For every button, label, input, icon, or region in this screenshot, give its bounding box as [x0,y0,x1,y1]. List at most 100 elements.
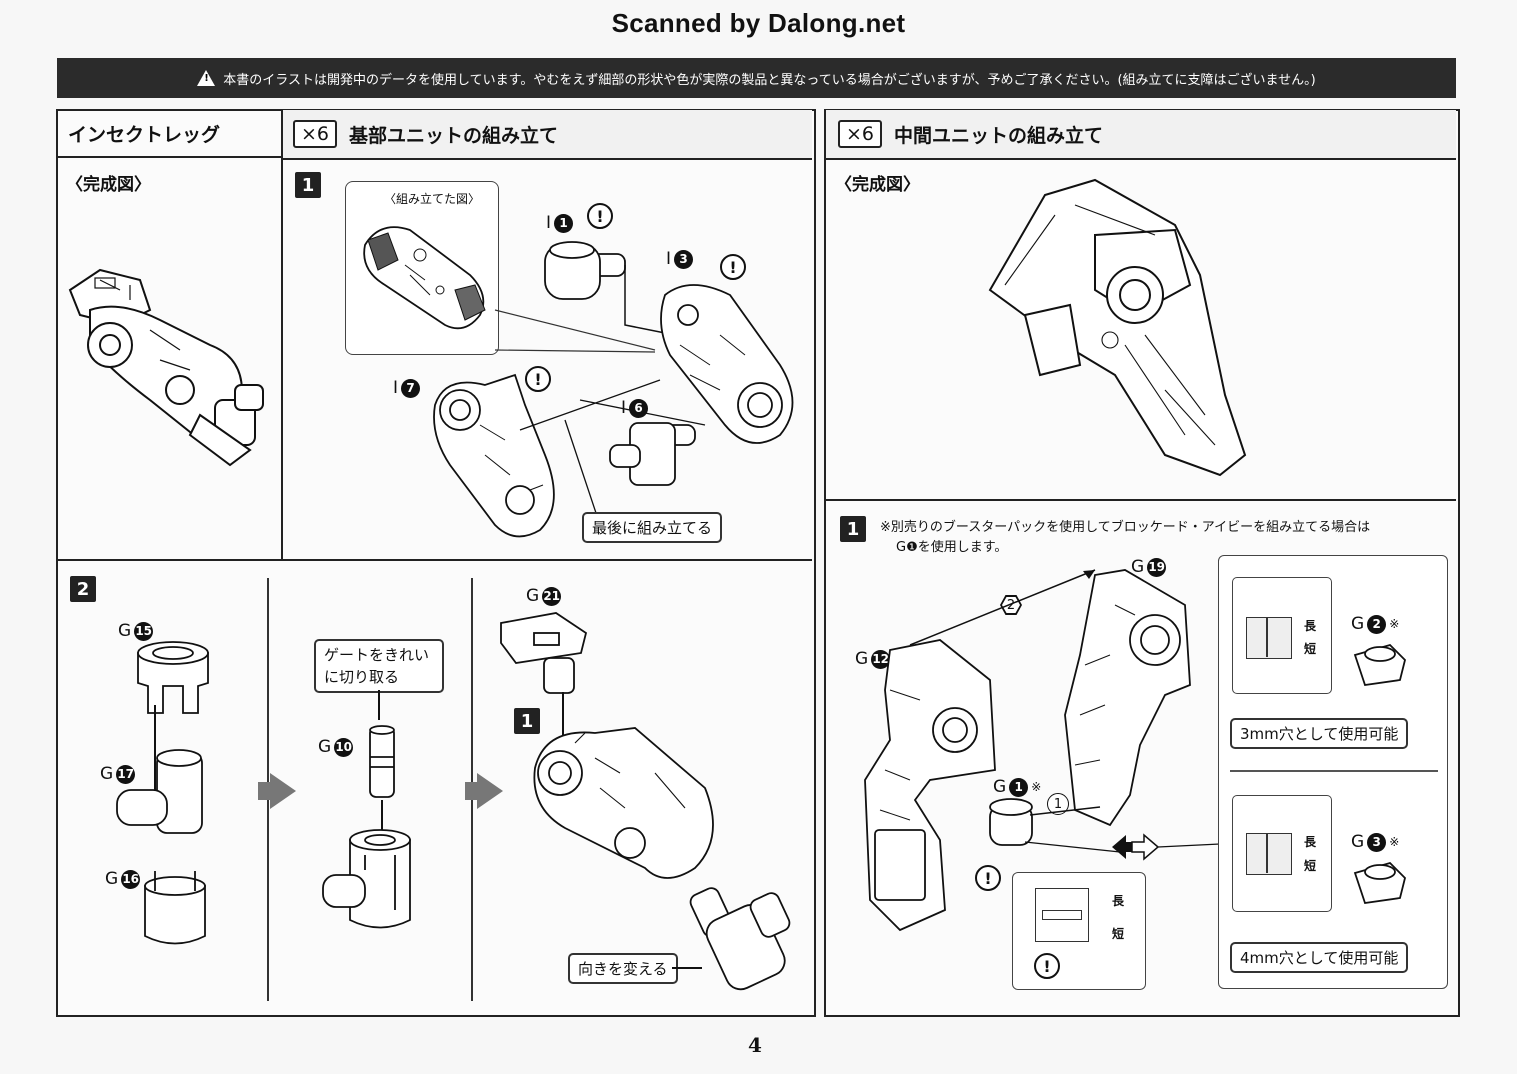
assembled-joint-illustration [322,829,411,929]
part-label-g19: G 19 [1131,557,1167,577]
part-letter: I [621,398,627,418]
part-letter: G [855,649,869,669]
part-label-g17: G 17 [100,764,136,784]
caution-icon: ! [1034,953,1060,979]
gate-cut-note: ゲートをきれい に切り取る [314,639,444,693]
part-label-g10: G 10 [318,737,354,757]
connector-line [624,265,666,334]
part-number: 12 [871,649,891,669]
part-letter: G [1351,832,1365,852]
part-g3-illustration [1353,861,1406,904]
hole-diagram-line [1266,617,1268,657]
part-letter: I [666,249,672,269]
short-label: 短 [1112,927,1125,941]
rotated-joint-illustration [689,887,791,991]
orientation-square [1035,888,1089,942]
caution-icon: ! [720,254,746,280]
caution-icon: ! [975,865,1001,891]
multiplier-badge: ×6 [838,120,883,148]
part-number: 17 [116,764,136,784]
part-number: 10 [334,737,354,757]
mid-unit-title: 中間ユニットの組み立て [894,124,1104,147]
booster-pack-note: ※別売りのブースターパックを使用してブロッケード・アイビーを組み立てる場合は G… [880,518,1370,558]
divider [281,110,283,560]
assembly-line [154,705,156,820]
caution-notice-bar: ! 本書のイラストは開発中のデータを使用しています。やむをえず細部の形状や色が実… [57,58,1456,98]
page-number: 4 [748,1033,762,1057]
part-number: 6 [629,398,649,418]
part-label-i3: I 3 [666,249,694,269]
orientation-slot [1042,910,1082,920]
inset-label: 〈組み立てた図〉 [384,192,481,206]
assemble-last-note: 最後に組み立てる [582,512,723,543]
part-label-g21: G 21 [526,586,562,606]
part-label-g3: G 3 ※ [1351,832,1399,852]
insect-leg-title: インセクトレッグ [68,124,221,146]
base-unit-header: ×6 基部ユニットの組み立て [293,120,558,148]
option-3mm-inset [1232,577,1332,694]
part-number: 16 [121,869,141,889]
long-label: 長 [1112,894,1125,908]
note-line2: G❶を使用します。 [896,540,1008,555]
part-letter: G [105,869,119,889]
assembled-base-illustration [363,226,486,330]
part-label-i1: I 1 [546,213,574,233]
part-number: 7 [401,378,421,398]
part-g19-illustration [1064,569,1191,827]
part-label-i6: I 6 [621,398,649,418]
part-label-g2: G 2 ※ [1351,614,1399,634]
hole-diagram-line [1266,833,1268,873]
part-g2-illustration [1353,643,1406,686]
hole-diagram [1246,617,1292,659]
completed-leg-illustration [68,268,264,467]
caution-icon: ! [587,203,613,229]
part-i7-illustration [433,373,555,538]
part-letter: G [118,621,132,641]
part-label-g16: G 16 [105,869,141,889]
part-g1-illustration [989,798,1101,846]
order-step-2-badge: 2 [1000,595,1022,615]
part-letter: G [1131,557,1145,577]
part-g17-illustration [116,749,203,834]
inset-pointer-lines [494,309,656,353]
part-number: 15 [134,621,154,641]
mid-unit-header-bg [826,110,1456,160]
part-letter: G [1351,614,1365,634]
part-number: 21 [542,586,562,606]
completed-label: 〈完成図〉 [66,175,151,195]
part-i6-illustration [609,422,696,486]
completed-label: 〈完成図〉 [835,175,920,195]
part-letter: G [526,586,540,606]
gate-note-line2: に切り取る [324,668,400,686]
divider [57,559,812,561]
mid-unit-completed-illustration [988,178,1247,477]
hole-diagram [1246,833,1292,875]
base-unit-assembled-illustration [533,727,714,879]
next-arrow-icon [258,773,296,809]
part-g12-illustration [864,639,996,932]
part-label-g15: G 15 [118,621,154,641]
part-number: 3 [1367,832,1387,852]
scanned-by-header: Scanned by Dalong.net [611,8,906,38]
part-label-g12: G 12 [855,649,891,669]
base-unit-title: 基部ユニットの組み立て [349,124,559,147]
part-g10-illustration [369,725,395,798]
note-line1: ※別売りのブースターパックを使用してブロッケード・アイビーを組み立てる場合は [880,520,1371,535]
assembly-line [381,800,383,845]
pointer-line [672,967,702,969]
part-g21-illustration [500,612,588,694]
assembly-line [562,692,564,737]
short-label: 短 [1304,859,1317,873]
step-number: 2 [70,576,96,602]
part-number: 1 [554,213,574,233]
divider [826,499,1456,501]
asterisk: ※ [1031,780,1042,794]
part-letter: G [318,737,332,757]
turn-direction-note: 向きを変える [568,953,678,984]
pointer-line [1024,841,1121,853]
part-number: 19 [1147,557,1167,577]
part-i1-illustration [544,241,626,300]
order-number: 2 [1002,597,1020,613]
swap-arrow-icon [1112,833,1221,861]
part-number: 3 [674,249,694,269]
